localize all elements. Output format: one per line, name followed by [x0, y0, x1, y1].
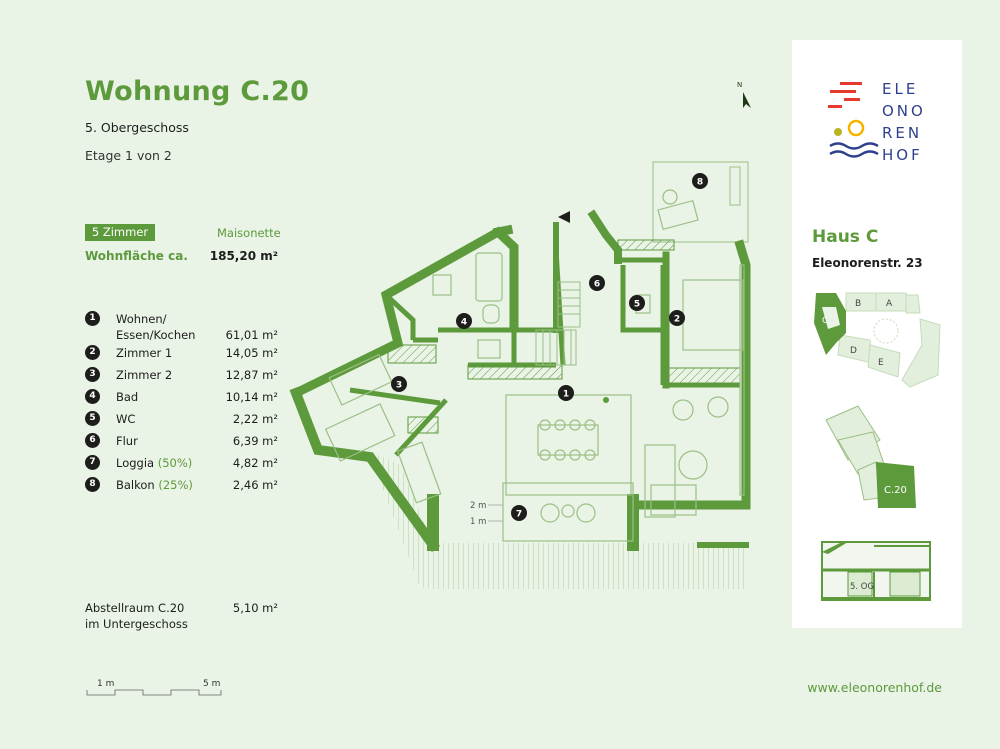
room-item: 1 Wohnen/ Essen/Kochen 61,01 m² [85, 311, 278, 345]
room-area: 14,05 m² [225, 346, 278, 360]
svg-text:2: 2 [674, 315, 680, 325]
marker-3: 3 [391, 376, 407, 392]
site-label-a: A [886, 299, 893, 309]
room-area: 2,46 m² [232, 478, 278, 492]
building-key-plan: C.20 [825, 405, 916, 508]
room-markers: 1 2 3 4 5 6 7 8 [391, 173, 708, 521]
room-number: 6 [85, 433, 100, 448]
storage-area: 5,10 m² [232, 601, 278, 615]
building-title: Haus C [812, 227, 879, 247]
rooms-badge: 5 Zimmer [85, 224, 155, 241]
storage-info: Abstellraum C.20 im Untergeschoss 5,10 m… [85, 600, 278, 632]
marker-5: 5 [629, 295, 645, 311]
room-item: 4 Bad 10,14 m² [85, 389, 278, 411]
room-item: 5 WC 2,22 m² [85, 411, 278, 433]
room-name: WC [116, 412, 136, 426]
svg-text:8: 8 [697, 178, 703, 188]
scale-bar: 1 m 5 m [86, 679, 222, 696]
scale-label-1m: 1 m [97, 679, 114, 689]
room-share: (50%) [157, 456, 193, 470]
site-plan: B A C D E [814, 292, 941, 388]
room-share: (25%) [158, 478, 193, 492]
building-address: Eleonorenstr. 23 [812, 256, 923, 270]
section-view: 5. OG [821, 541, 931, 601]
room-name: Bad [116, 390, 139, 404]
logo-line-2: ONO [882, 102, 926, 120]
room-name: Wohnen/ Essen/Kochen [116, 312, 196, 342]
level-label: Etage 1 von 2 [85, 148, 172, 163]
room-number: 1 [85, 311, 100, 326]
svg-text:6: 6 [594, 280, 600, 290]
floor-label: 5. Obergeschoss [85, 120, 189, 135]
room-number: 4 [85, 389, 100, 404]
room-area: 6,39 m² [232, 434, 278, 448]
unit-label: C.20 [884, 485, 907, 496]
site-label-c: C [822, 316, 828, 326]
marker-6: 6 [589, 275, 605, 291]
north-label: N [737, 81, 742, 89]
living-area-label: Wohnfläche ca. [85, 249, 188, 263]
logo-mark [828, 82, 879, 158]
room-area: 4,82 m² [232, 456, 278, 470]
floor-plan: 2 m 1 m 1 2 3 4 5 6 7 8 [289, 161, 751, 589]
eleonorenhof-logo: ELE ONO REN HOF [828, 80, 926, 164]
room-name: Loggia [116, 456, 155, 470]
room-area: 12,87 m² [225, 368, 278, 382]
storage-line-1: Abstellraum C.20 [85, 601, 185, 615]
entrance-arrow-icon [558, 211, 570, 223]
svg-text:3: 3 [396, 381, 402, 391]
site-label-b: B [855, 299, 861, 309]
room-number: 5 [85, 411, 100, 426]
room-name-wrap: Loggia (50%) [116, 455, 226, 471]
room-name: Flur [116, 434, 138, 448]
room-number: 2 [85, 345, 100, 360]
room-area: 10,14 m² [225, 390, 278, 404]
room-item: 8 Balkon (25%) 2,46 m² [85, 477, 278, 499]
marker-1: 1 [558, 385, 574, 401]
marker-7: 7 [511, 505, 527, 521]
logo-line-1: ELE [882, 80, 918, 98]
scale-label-5m: 5 m [203, 679, 220, 689]
room-item: 6 Flur 6,39 m² [85, 433, 278, 455]
site-label-d: D [850, 346, 857, 356]
room-item: 3 Zimmer 2 12,87 m² [85, 367, 278, 389]
room-item: 7 Loggia (50%) 4,82 m² [85, 455, 278, 477]
svg-text:1: 1 [563, 390, 569, 400]
room-name: Balkon [116, 478, 155, 492]
room-item: 2 Zimmer 1 14,05 m² [85, 345, 278, 367]
section-floor-label: 5. OG [850, 582, 874, 592]
room-list: 1 Wohnen/ Essen/Kochen 61,01 m² 2 Zimmer… [85, 311, 278, 499]
room-name-wrap: Balkon (25%) [116, 477, 226, 493]
living-area-value: 185,20 m² [209, 249, 278, 263]
svg-text:5: 5 [634, 300, 640, 310]
site-label-e: E [878, 358, 884, 368]
apartment-type: Maisonette [217, 226, 281, 240]
room-area: 61,01 m² [225, 328, 278, 342]
apartment-title: Wohnung C.20 [85, 76, 310, 107]
website-link[interactable]: www.eleonorenhof.de [807, 680, 942, 695]
marker-2: 2 [669, 310, 685, 326]
room-name: Zimmer 2 [116, 368, 173, 382]
logo-line-4: HOF [882, 146, 923, 164]
marker-4: 4 [456, 313, 472, 329]
storage-line-2: im Untergeschoss [85, 617, 188, 631]
svg-text:4: 4 [461, 318, 467, 328]
logo-line-3: REN [882, 124, 922, 142]
room-name: Zimmer 1 [116, 346, 173, 360]
room-number: 7 [85, 455, 100, 470]
dimension-1m: 1 m [470, 517, 486, 527]
room-area: 2,22 m² [232, 412, 278, 426]
room-number: 3 [85, 367, 100, 382]
marker-8: 8 [692, 173, 708, 189]
dimension-2m: 2 m [470, 501, 486, 511]
north-arrow-icon: N [737, 81, 751, 108]
svg-text:7: 7 [516, 510, 522, 520]
room-number: 8 [85, 477, 100, 492]
